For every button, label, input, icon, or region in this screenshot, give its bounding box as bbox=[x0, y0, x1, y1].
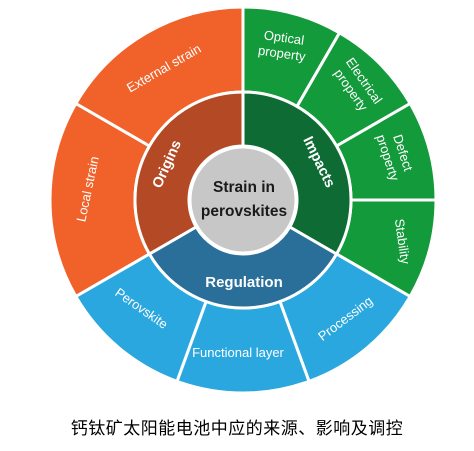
center-title-line2: perovskites bbox=[201, 203, 287, 220]
figure-caption: 钙钛矿太阳能电池中应的来源、影响及调控 bbox=[70, 419, 404, 439]
inner-ring bbox=[133, 90, 353, 310]
center-disc bbox=[188, 145, 298, 255]
label-regulation: Regulation bbox=[205, 274, 283, 291]
outer-ring bbox=[48, 5, 438, 395]
center-title-line1: Strain in bbox=[213, 179, 275, 196]
svg-text:property: property bbox=[257, 43, 307, 65]
label-functional-layer: Functional layer bbox=[192, 345, 284, 360]
svg-text:Optical: Optical bbox=[263, 27, 305, 48]
label-stability: Stability bbox=[392, 218, 413, 266]
label-optical-property: Optical property bbox=[257, 27, 307, 65]
